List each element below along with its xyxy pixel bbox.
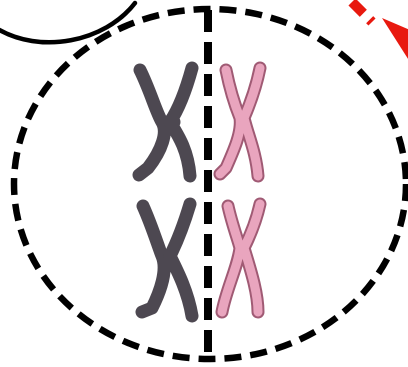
cell-division-diagram (0, 0, 408, 367)
